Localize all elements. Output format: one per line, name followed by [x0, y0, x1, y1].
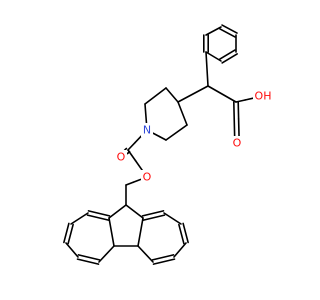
bond-oe-ch2-a — [132, 178, 142, 184]
bond-ph6-ca — [205, 51, 209, 87]
bond-p4-p3 — [165, 87, 179, 103]
bond-fl2-fl3 — [70, 212, 89, 225]
bond-p6-p5 — [165, 124, 188, 141]
bond-fl1-fl2-2 — [86, 214, 110, 221]
bond-fl1-fl7 — [108, 217, 115, 247]
bond-fr1-fr2-1 — [142, 214, 166, 221]
atom-o-carbamate-carbonyl: O — [115, 150, 127, 164]
bond-ph5-ph6 — [205, 51, 222, 62]
bond-p2-n1-a — [144, 103, 147, 115]
bond-fr5-fr6-2 — [152, 258, 176, 265]
bond-p2-n1-b — [144, 112, 148, 124]
atom-o-acid-hydroxyl-label: OH — [255, 90, 272, 103]
bond-fl5-fl6-1 — [76, 258, 100, 265]
bond-n1-p6-a — [152, 132, 161, 138]
bond-cacid-oh-a — [235, 99, 246, 103]
bond-ph2-ph3-2 — [221, 24, 238, 34]
bond-p3-p2 — [144, 87, 167, 105]
bond-cacid-oh-b — [244, 97, 256, 101]
bond-ph2-ph3-1 — [219, 28, 236, 38]
bond-cc-oc-2-b — [126, 151, 130, 155]
bond-fr5-fr6-1 — [151, 254, 175, 261]
bond-fr2-fr3 — [163, 212, 182, 225]
bond-ca-p4 — [177, 85, 209, 103]
bond-p5-p4 — [177, 101, 188, 126]
bond-fl6-fl7 — [98, 245, 115, 263]
atom-o-acid-carbonyl-label: O — [233, 137, 242, 150]
bond-fr1-fr2-2 — [141, 210, 165, 217]
atom-o-acid-carbonyl: O — [231, 136, 243, 150]
atom-o-carbamate-ester: O — [141, 170, 153, 184]
atom-o-carbamate-carbonyl-label: O — [117, 151, 126, 164]
bond-ph4-ph5-1 — [219, 49, 236, 60]
atom-n-piperidine: N — [141, 123, 153, 137]
bond-fl4-fl5 — [65, 242, 79, 258]
bond-layer — [63, 24, 256, 265]
bond-oe-ch2-b — [125, 181, 135, 186]
bond-fl1-fl2-1 — [87, 210, 111, 217]
bond-fr1-f9 — [125, 204, 144, 219]
bond-fr3-fr4-2 — [182, 222, 189, 244]
bond-n1-cc-a — [134, 134, 143, 144]
bond-ph4-ph5-2 — [221, 53, 238, 64]
molecule-structure: N O O O OH — [63, 24, 273, 265]
bond-n1-cc-b — [127, 141, 136, 151]
bond-n1-p6-b — [158, 135, 167, 141]
bond-fr6-fr7 — [137, 245, 154, 263]
bond-fl3-fl4-2 — [67, 223, 74, 245]
atom-n-piperidine-label: N — [143, 124, 151, 137]
bond-fl5-fl6-2 — [77, 254, 101, 261]
bond-ca-cacid — [207, 85, 237, 103]
bond-cc-oe-a — [127, 149, 137, 162]
bond-fr4-fr5 — [173, 242, 187, 258]
bond-f9-fl1 — [108, 204, 127, 219]
atom-o-carbamate-ester-label: O — [143, 171, 152, 184]
atom-o-acid-hydroxyl: OH — [253, 89, 273, 103]
bond-fr3-fr4-1 — [178, 223, 185, 245]
bond-cc-oe-b — [134, 159, 144, 173]
bond-fl3-fl4-1 — [63, 222, 70, 244]
bond-ph1-ph2 — [205, 26, 222, 36]
bond-fr7-fr1 — [137, 217, 144, 247]
atom-label-layer: N O O O OH — [115, 89, 273, 184]
